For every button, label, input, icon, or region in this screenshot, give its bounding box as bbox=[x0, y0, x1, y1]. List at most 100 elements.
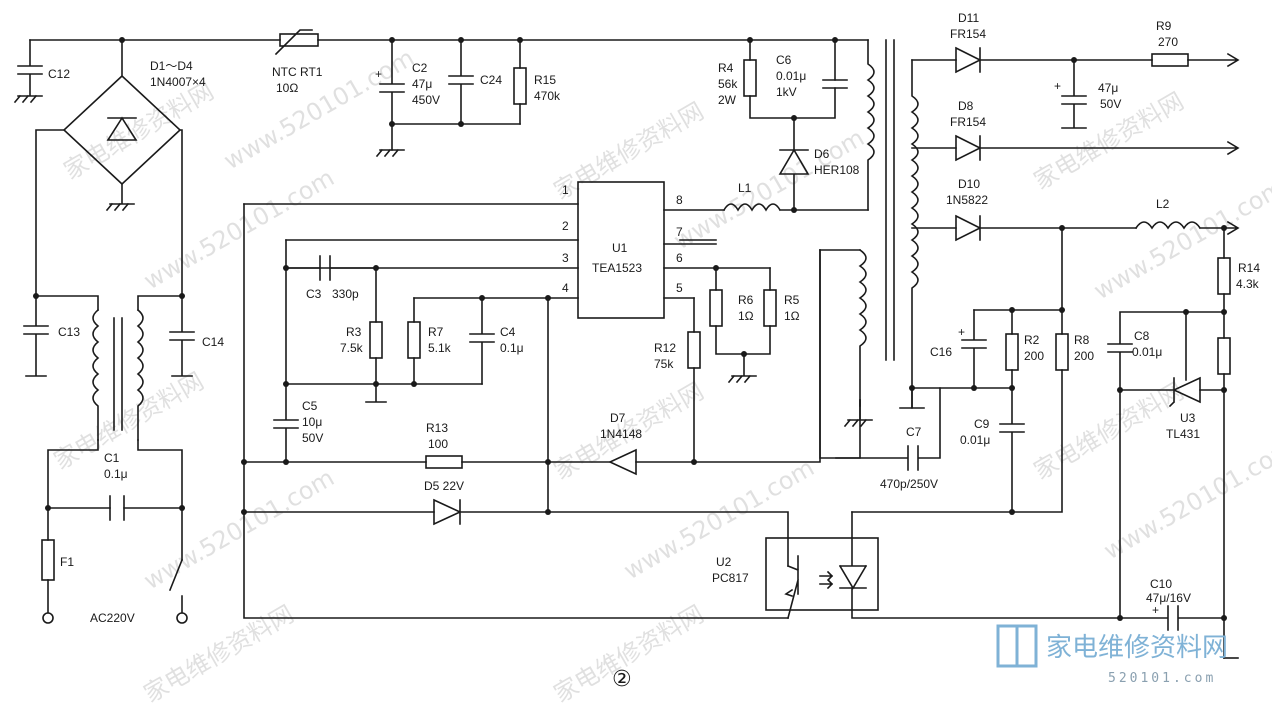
u1-pin-6: 6 bbox=[676, 251, 683, 265]
capacitor-c2: + C2 47μ 450V bbox=[375, 39, 440, 158]
capacitor-c1: C1 0.1μ bbox=[45, 451, 185, 521]
watermark-url: www.520101.com bbox=[139, 464, 339, 596]
label-d7-ref: D7 bbox=[610, 411, 626, 425]
plus-sign: + bbox=[958, 325, 965, 339]
ic-u1-tea1523: U1 TEA1523 1 2 3 4 5 6 7 8 bbox=[243, 181, 771, 319]
label-c4-value: 0.1μ bbox=[500, 341, 524, 355]
label-c10-value: 47μ/16V bbox=[1146, 591, 1191, 605]
label-c6-ref: C6 bbox=[776, 53, 792, 67]
label-f1: F1 bbox=[60, 555, 74, 569]
label-d11-ref: D11 bbox=[958, 11, 979, 25]
label-bridge-part: 1N4007×4 bbox=[150, 75, 206, 89]
u1-pin-4: 4 bbox=[562, 281, 569, 295]
plus-sign: + bbox=[1152, 603, 1159, 617]
label-r5-value: 1Ω bbox=[784, 309, 800, 323]
label-r7-value: 5.1k bbox=[428, 341, 452, 355]
label-u1-part: TEA1523 bbox=[592, 261, 642, 275]
label-c1-value: 0.1μ bbox=[104, 467, 128, 481]
label-r15-ref: R15 bbox=[534, 73, 556, 87]
label-r3-value: 7.5k bbox=[340, 341, 364, 355]
label-r6-value: 1Ω bbox=[738, 309, 754, 323]
power-switch: AC220V bbox=[90, 558, 188, 625]
capacitor-c12: C12 bbox=[13, 39, 70, 104]
label-r4-power: 2W bbox=[718, 93, 737, 107]
label-c9-ref: C9 bbox=[974, 417, 990, 431]
label-r12-value: 75k bbox=[654, 357, 674, 371]
snubber-network: R4 56k 2W C6 0.01μ 1kV D6 HER108 bbox=[718, 39, 860, 211]
secondary-section: D11 FR154 + 47μ 50V R9 270 D8 FR154 D10 bbox=[835, 11, 1260, 659]
label-c8-value: 0.01μ bbox=[1132, 345, 1162, 359]
label-c7-value: 470p/250V bbox=[880, 477, 938, 491]
resistor-r9: R9 270 bbox=[1151, 19, 1240, 68]
label-c10-ref: C10 bbox=[1150, 577, 1172, 591]
label-r4-ref: R4 bbox=[718, 61, 734, 75]
label-r3-ref: R3 bbox=[346, 325, 362, 339]
label-c7-ref: C7 bbox=[906, 425, 922, 439]
label-d8-ref: D8 bbox=[958, 99, 974, 113]
optocoupler-u2: U2 PC817 bbox=[547, 511, 1121, 619]
watermark-cn: 家电维修资料网 bbox=[139, 600, 298, 703]
regulator-network: + R14 4.3k C8 0.01μ U3 TL431 C10 47μ/16V bbox=[1107, 227, 1260, 659]
label-d7-part: 1N4148 bbox=[600, 427, 642, 441]
capacitor-c5: C5 10μ 50V bbox=[273, 239, 323, 465]
output-filter: + C16 R2 200 R8 200 C9 0.01μ bbox=[851, 227, 1094, 515]
watermark-cn: 家电维修资料网 bbox=[549, 97, 708, 205]
label-l1: L1 bbox=[738, 181, 752, 195]
label-c2-voltage: 450V bbox=[412, 93, 440, 107]
u1-pin-3: 3 bbox=[562, 251, 569, 265]
label-c2-value: 47μ bbox=[412, 77, 432, 91]
u1-pin-5: 5 bbox=[676, 281, 683, 295]
label-d6-ref: D6 bbox=[814, 147, 830, 161]
u1-pin-7: 7 bbox=[676, 225, 683, 239]
label-c2-ref: C2 bbox=[412, 61, 428, 75]
figure-number: ② bbox=[612, 667, 632, 692]
label-c5-value: 10μ bbox=[302, 415, 322, 429]
label-c24: C24 bbox=[480, 73, 502, 87]
label-u1-ref: U1 bbox=[612, 241, 628, 255]
logo-site-url: 520101.com bbox=[1108, 671, 1216, 686]
ac-input-section: C12 D1～D4 1N4007×4 NTC RT1 10Ω + C2 47μ … bbox=[13, 29, 869, 625]
label-c5-voltage: 50V bbox=[302, 431, 323, 445]
label-c6-value: 0.01μ bbox=[776, 69, 806, 83]
resistor-r3: R3 7.5k bbox=[340, 267, 387, 403]
thermistor-ntc-rt1: NTC RT1 10Ω bbox=[272, 29, 323, 95]
label-cout-voltage: 50V bbox=[1100, 97, 1121, 111]
capacitor-output-50v: + 47μ 50V bbox=[1054, 57, 1121, 129]
label-c3-value: 330p bbox=[332, 287, 359, 301]
watermark-layer: 家电维修资料网 www.520101.com 家电维修资料网 www.52010… bbox=[49, 44, 1272, 703]
label-c1-ref: C1 bbox=[104, 451, 120, 465]
u1-pin-1: 1 bbox=[562, 183, 569, 197]
label-c6-voltage: 1kV bbox=[776, 85, 797, 99]
label-r13-value: 100 bbox=[428, 437, 448, 451]
label-r8-value: 200 bbox=[1074, 349, 1094, 363]
label-d8-part: FR154 bbox=[950, 115, 986, 129]
label-r5-ref: R5 bbox=[784, 293, 800, 307]
diode-d10: D10 1N5822 bbox=[946, 177, 1137, 242]
logo-site-name: 家电维修资料网 bbox=[1046, 633, 1228, 663]
label-r8-ref: R8 bbox=[1074, 333, 1090, 347]
capacitor-c3: C3 330p bbox=[283, 255, 379, 301]
diode-d11: D11 FR154 bbox=[950, 11, 1153, 74]
label-r4-value: 56k bbox=[718, 77, 738, 91]
capacitor-c14: C14 bbox=[169, 295, 224, 377]
label-cout-value: 47μ bbox=[1098, 81, 1118, 95]
zener-d5: D5 22V bbox=[243, 295, 551, 526]
label-c14: C14 bbox=[202, 335, 224, 349]
label-r9-ref: R9 bbox=[1156, 19, 1172, 33]
label-c12: C12 bbox=[48, 67, 70, 81]
label-r12-ref: R12 bbox=[654, 341, 676, 355]
label-ac-input: AC220V bbox=[90, 611, 135, 625]
capacitor-c24: C24 bbox=[448, 39, 502, 125]
label-u2-part: PC817 bbox=[712, 571, 749, 585]
capacitor-c7: C7 470p/250V bbox=[835, 387, 941, 491]
watermark-url: www.520101.com bbox=[1099, 434, 1272, 566]
plus-sign: + bbox=[1054, 79, 1061, 93]
plus-sign: + bbox=[375, 67, 382, 81]
watermark-url: www.520101.com bbox=[219, 44, 419, 176]
label-r2-value: 200 bbox=[1024, 349, 1044, 363]
label-d6-part: HER108 bbox=[814, 163, 860, 177]
label-c3-ref: C3 bbox=[306, 287, 322, 301]
primary-control-section: U1 TEA1523 1 2 3 4 5 6 7 8 L1 R4 bbox=[241, 39, 1121, 619]
label-u3-ref: U3 bbox=[1180, 411, 1196, 425]
